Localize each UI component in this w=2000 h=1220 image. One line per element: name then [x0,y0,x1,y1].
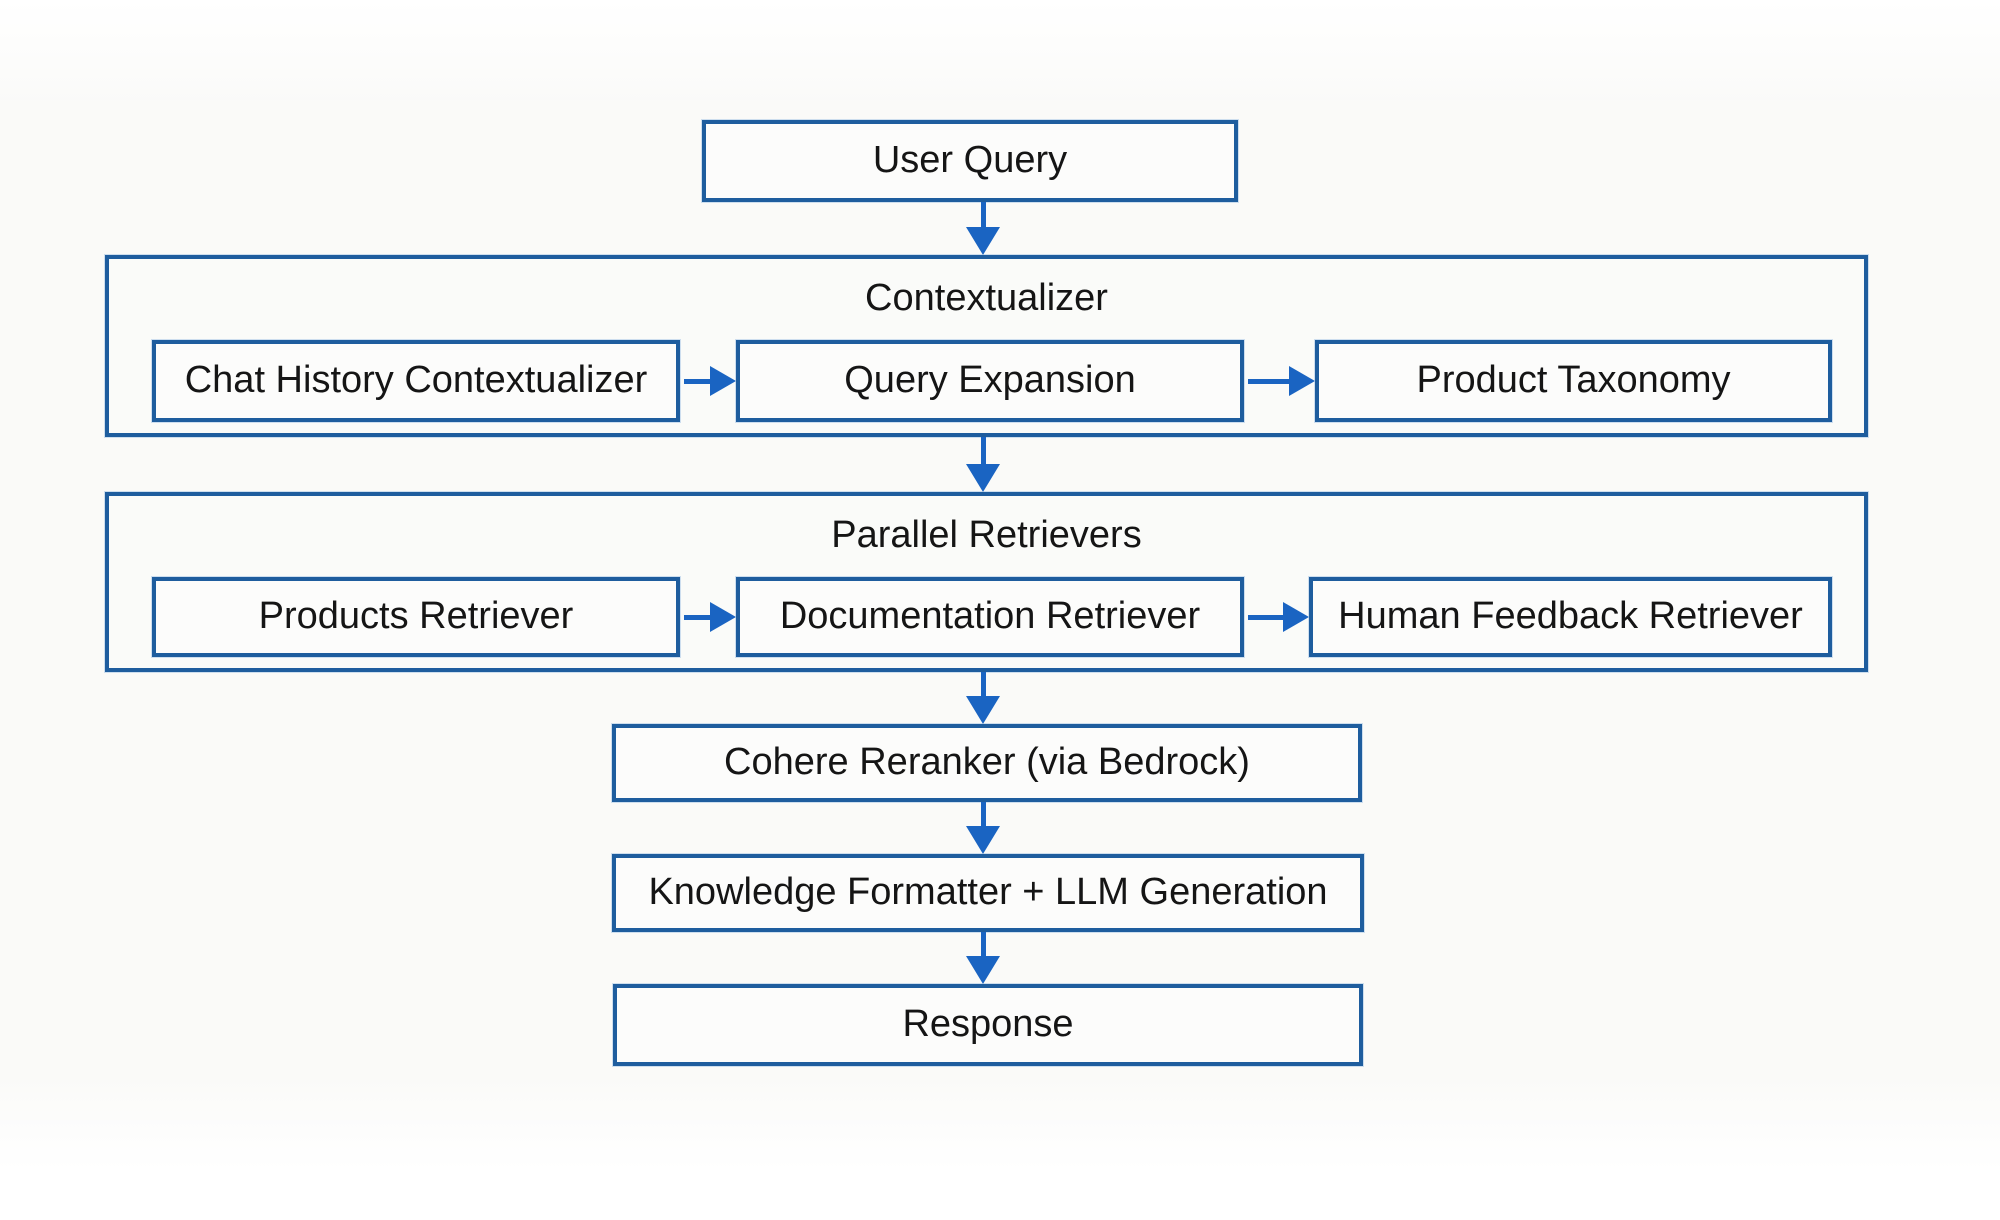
node-query-expansion: Query Expansion [736,340,1244,422]
arrow-head [966,464,1000,492]
node-response: Response [613,984,1363,1066]
group-parallel-retrievers: Parallel Retrievers Products Retriever D… [105,492,1868,672]
down-arrow-icon [966,437,1000,492]
arrow-line [980,672,986,700]
node-chat-history-contextualizer-label: Chat History Contextualizer [184,359,648,402]
down-arrow-icon [966,202,1000,255]
arrow-line [980,202,986,231]
node-product-taxonomy-label: Product Taxonomy [1416,359,1731,402]
node-human-feedback-retriever: Human Feedback Retriever [1309,577,1832,657]
right-arrow-icon [684,600,736,634]
group-contextualizer-title: Contextualizer [865,277,1108,319]
arrow-head [1289,366,1315,396]
node-cohere-reranker: Cohere Reranker (via Bedrock) [612,724,1362,802]
group-contextualizer: Contextualizer Chat History Contextualiz… [105,255,1868,437]
arrow-head [966,826,1000,854]
node-knowledge-formatter: Knowledge Formatter + LLM Generation [612,854,1364,932]
arrow-line [1248,614,1289,620]
node-response-label: Response [902,1003,1074,1046]
down-arrow-icon [966,672,1000,724]
group-parallel-retrievers-title: Parallel Retrievers [831,514,1142,556]
arrow-head [966,227,1000,255]
node-documentation-retriever: Documentation Retriever [736,577,1244,657]
arrow-head [710,366,736,396]
node-cohere-reranker-label: Cohere Reranker (via Bedrock) [724,741,1250,784]
arrow-head [710,602,736,632]
arrow-line [684,614,716,620]
node-user-query: User Query [702,120,1238,202]
node-user-query-label: User Query [872,139,1068,182]
arrow-head [1283,602,1309,632]
down-arrow-icon [966,932,1000,984]
arrow-line [980,802,986,830]
node-products-retriever: Products Retriever [152,577,680,657]
arrow-line [1248,378,1295,384]
arrow-line [980,437,986,468]
arrow-head [966,696,1000,724]
right-arrow-icon [684,364,736,398]
node-human-feedback-retriever-label: Human Feedback Retriever [1338,595,1803,638]
node-product-taxonomy: Product Taxonomy [1315,340,1832,422]
arrow-head [966,956,1000,984]
right-arrow-icon [1248,600,1309,634]
node-knowledge-formatter-label: Knowledge Formatter + LLM Generation [648,871,1328,914]
node-products-retriever-label: Products Retriever [258,595,574,638]
arrow-line [980,932,986,960]
node-chat-history-contextualizer: Chat History Contextualizer [152,340,680,422]
node-documentation-retriever-label: Documentation Retriever [779,595,1201,638]
arrow-line [684,378,716,384]
node-query-expansion-label: Query Expansion [844,359,1136,402]
right-arrow-icon [1248,364,1315,398]
down-arrow-icon [966,802,1000,854]
